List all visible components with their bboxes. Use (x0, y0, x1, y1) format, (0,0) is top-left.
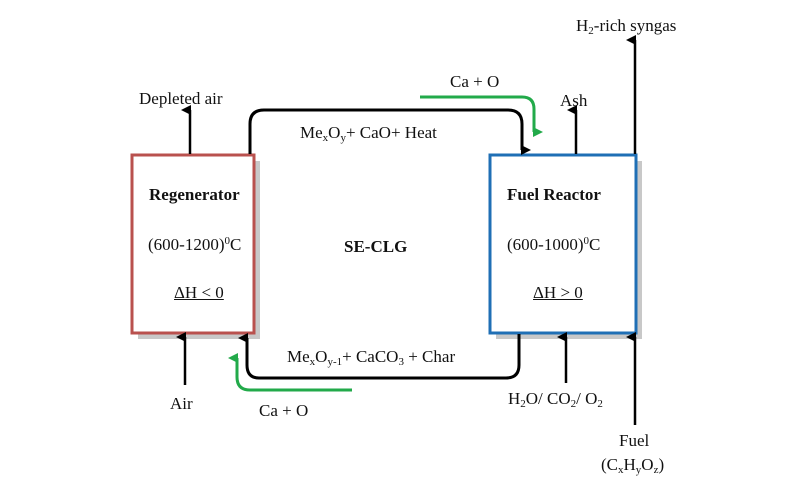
diagram-title: SE-CLG (344, 237, 408, 256)
ff-o: O (641, 455, 654, 474)
regenerator-title: Regenerator (149, 185, 240, 204)
bottom-loop-rest: + Char (403, 347, 456, 366)
syngas-sub: 2 (588, 25, 594, 37)
top-loop-me: Me (300, 123, 323, 142)
syngas-rest: -rich syngas (593, 16, 677, 35)
ca-o-bottom-label: Ca + O (259, 401, 309, 420)
ga-b: / O (576, 389, 598, 408)
bottom-loop-mid: + CaCO (342, 347, 399, 366)
bottom-loop-o: O (315, 347, 328, 366)
ga-sub-1: 2 (520, 398, 526, 410)
bottom-loop-sub-3: 3 (398, 356, 404, 368)
top-loop-arrow (248, 108, 531, 155)
ff-x: x (618, 464, 624, 476)
ff-open: (C (601, 455, 618, 474)
syngas-h: H (576, 16, 589, 35)
top-loop-o: O (328, 123, 341, 142)
fuel-label: Fuel (619, 431, 650, 450)
fuel-reactor-temp-unit: C (588, 235, 601, 254)
fuel-formula: (CxHyOz) (601, 455, 665, 476)
fuel-reactor-enthalpy: ΔH > 0 (533, 283, 583, 302)
green-bottom-arrow (228, 353, 352, 392)
fuel-reactor-temp-sup: 0 (583, 235, 589, 247)
regenerator-temp-unit: C (229, 235, 242, 254)
top-loop-sub-x: x (322, 132, 329, 144)
regenerator-enthalpy: ΔH < 0 (174, 283, 224, 302)
fuel-reactor-temp: (600-1000)0C (507, 235, 601, 254)
gasifying-agents-label: H2O/ CO2/ O2 (508, 389, 603, 410)
regenerator-temp-sup: 0 (224, 235, 230, 247)
fuel-reactor-title: Fuel Reactor (507, 185, 601, 204)
bottom-loop-sub-y: y-1 (327, 356, 343, 368)
ff-z: z (653, 464, 659, 476)
ash-label: Ash (560, 91, 588, 110)
ff-close: ) (658, 455, 665, 474)
ff-h: H (623, 455, 636, 474)
fuel-reactor-box (488, 153, 638, 335)
bottom-loop-sub-x: x (309, 356, 316, 368)
ga-sub-3: 2 (597, 398, 603, 410)
top-loop-label: MexOy+ CaO+ Heat (300, 123, 437, 144)
ca-o-top-label: Ca + O (450, 72, 500, 91)
fuel-reactor-temp-range: (600-1000) (507, 235, 584, 254)
ga-a: O/ CO (525, 389, 571, 408)
ga-h: H (508, 389, 521, 408)
bottom-loop-me: Me (287, 347, 310, 366)
ff-y: y (635, 464, 642, 476)
regenerator-temp: (600-1200)0C (148, 235, 242, 254)
regenerator-box (130, 153, 256, 335)
ga-sub-2: 2 (570, 398, 577, 410)
top-loop-sub-y: y (340, 132, 346, 144)
bottom-loop-arrow (238, 333, 521, 380)
bottom-loop-label: MexOy-1+ CaCO3 + Char (287, 347, 456, 368)
green-top-arrow (420, 95, 543, 137)
syngas-label: H2-rich syngas (576, 16, 677, 37)
depleted-air-label: Depleted air (139, 89, 223, 108)
top-loop-rest: + CaO+ Heat (345, 123, 437, 142)
air-label: Air (170, 394, 193, 413)
regenerator-temp-range: (600-1200) (148, 235, 225, 254)
